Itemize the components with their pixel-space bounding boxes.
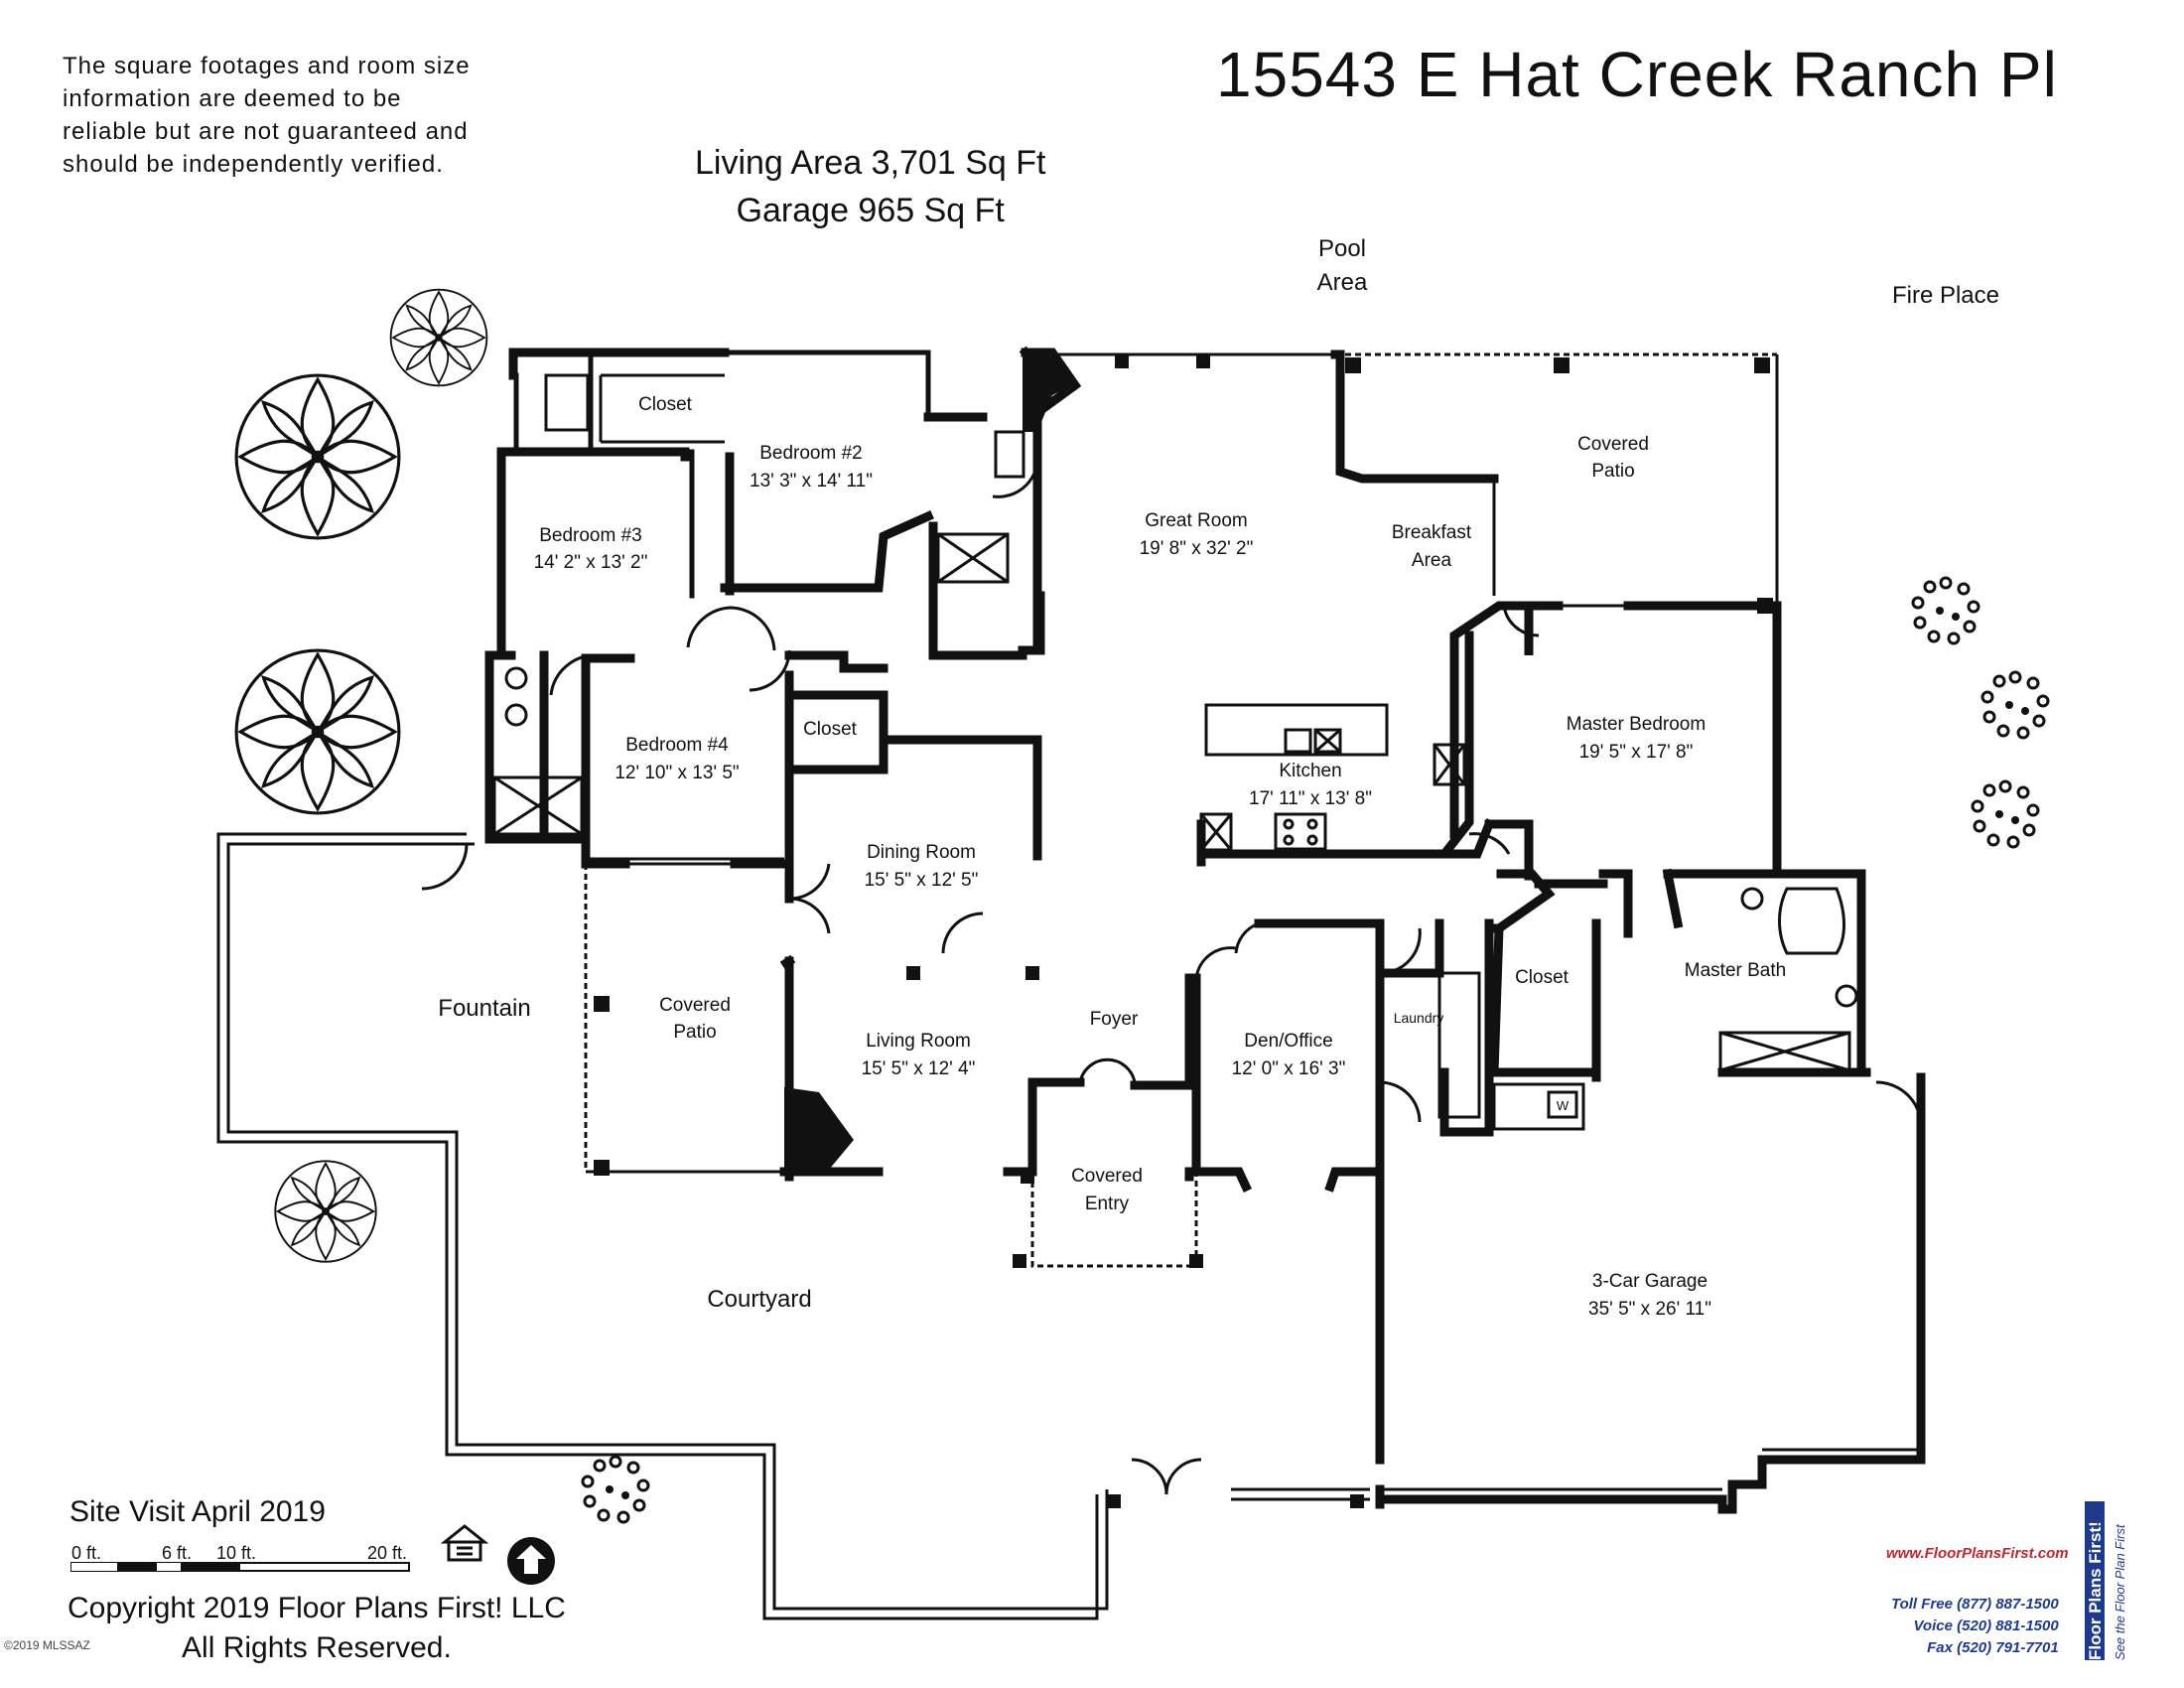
label-laundry: Laundry: [1394, 1010, 1444, 1026]
toll-free: Toll Free (877) 887-1500: [1891, 1596, 2059, 1613]
room-name-kitchen: Kitchen: [1279, 761, 1341, 781]
contact-phones: Toll Free (877) 887-1500 Voice (520) 881…: [1891, 1594, 2059, 1659]
shrub-icon: [581, 1455, 650, 1524]
room-size-den-office: 12' 0" x 16' 3": [1232, 1058, 1346, 1079]
scale-bar: [70, 1562, 410, 1572]
label-covered-patio-top-2: Patio: [1591, 461, 1634, 482]
disclaimer-line: should be independently verified.: [63, 151, 444, 178]
tree-icon: [274, 1160, 377, 1263]
room-name-living-room: Living Room: [866, 1031, 971, 1052]
room-name-bedroom2: Bedroom #2: [759, 443, 863, 464]
room-size-bedroom2: 13' 3" x 14' 11": [750, 471, 873, 492]
tree-icon: [234, 373, 401, 540]
scale-label-10: 10 ft.: [216, 1543, 256, 1563]
label-closet-master: Closet: [1515, 967, 1570, 988]
room-size-great-room: 19' 8" x 32' 2": [1140, 538, 1254, 559]
room-name-dining-room: Dining Room: [867, 842, 976, 863]
label-fire-place: Fire Place: [1892, 282, 1999, 309]
tree-icon: [234, 648, 401, 815]
mls-credit: ©2019 MLSSAZ: [4, 1638, 90, 1652]
label-covered-entry-2: Entry: [1085, 1194, 1130, 1214]
disclaimer-line: The square footages and room size: [63, 53, 471, 79]
tree-icon: [389, 288, 488, 387]
label-area: Area: [1317, 269, 1368, 296]
site-visit: Site Visit April 2019: [69, 1495, 326, 1528]
label-covered-patio-left: Covered: [659, 995, 731, 1016]
room-name-great-room: Great Room: [1145, 510, 1247, 531]
disclaimer-line: information are deemed to be: [63, 85, 402, 112]
room-labels: Bedroom #2 13' 3" x 14' 11" Bedroom #3 1…: [71, 235, 1999, 1563]
pillars: [594, 354, 1773, 1508]
realtor-icon: [507, 1537, 555, 1585]
label-closet-top: Closet: [638, 394, 693, 415]
label-covered-entry: Covered: [1071, 1166, 1143, 1187]
walls: [484, 346, 1926, 1514]
disclaimer-line: reliable but are not guaranteed and: [63, 118, 469, 145]
scale-label-20: 20 ft.: [367, 1543, 407, 1563]
copyright-line: Copyright 2019 Floor Plans First! LLC: [68, 1592, 566, 1624]
area-summary: Living Area 3,701 Sq Ft Garage 965 Sq Ft: [695, 139, 1045, 234]
room-name-den-office: Den/Office: [1244, 1031, 1332, 1052]
page-title: 15543 E Hat Creek Ranch Pl: [1216, 39, 2058, 110]
label-master-bath: Master Bath: [1685, 960, 1786, 981]
room-size-master-bedroom: 19' 5" x 17' 8": [1579, 742, 1694, 763]
scale-label-6: 6 ft.: [162, 1543, 192, 1563]
label-covered-patio-top: Covered: [1577, 434, 1649, 455]
room-size-kitchen: 17' 11" x 13' 8": [1249, 788, 1372, 809]
copyright: Copyright 2019 Floor Plans First! LLC Al…: [68, 1589, 566, 1668]
brand-name: Floor Plans First!: [2086, 1521, 2105, 1660]
label-covered-patio-left-2: Patio: [673, 1022, 716, 1043]
voice-phone: Voice (520) 881-1500: [1913, 1618, 2059, 1634]
equal-housing-icon: [440, 1524, 489, 1562]
room-size-dining-room: 15' 5" x 12' 5": [865, 870, 979, 891]
brand-tagline: See the Floor Plan First: [2113, 1523, 2127, 1660]
shrub-icon: [1971, 779, 2040, 849]
room-name-bedroom3: Bedroom #3: [539, 525, 642, 546]
label-breakfast-2: Area: [1412, 550, 1452, 571]
room-size-bedroom4: 12' 10" x 13' 5": [614, 763, 739, 783]
room-name-master-bedroom: Master Bedroom: [1567, 714, 1706, 735]
scale-label-0: 0 ft.: [71, 1543, 101, 1563]
label-fountain: Fountain: [438, 995, 530, 1022]
shrub-icon: [1980, 670, 2050, 740]
label-pool: Pool: [1318, 235, 1366, 262]
disclaimer: The square footages and room size inform…: [63, 50, 471, 181]
label-foyer: Foyer: [1090, 1009, 1139, 1030]
living-area: Living Area 3,701 Sq Ft: [695, 144, 1046, 182]
label-washer: W: [1557, 1098, 1570, 1113]
label-breakfast: Breakfast: [1392, 522, 1472, 543]
shrub-icon: [1911, 576, 1980, 645]
thin-walls: [216, 352, 1923, 1620]
brand-url[interactable]: www.FloorPlansFirst.com: [1886, 1545, 2069, 1562]
copyright-line: All Rights Reserved.: [182, 1631, 452, 1664]
room-size-bedroom3: 14' 2" x 13' 2": [534, 552, 648, 573]
garage-area: Garage 965 Sq Ft: [736, 192, 1005, 229]
room-name-garage: 3-Car Garage: [1592, 1271, 1707, 1292]
room-name-bedroom4: Bedroom #4: [625, 735, 729, 756]
room-size-garage: 35' 5" x 26' 11": [1588, 1299, 1711, 1320]
room-size-living-room: 15' 5" x 12' 4": [862, 1058, 976, 1079]
fax-phone: Fax (520) 791-7701: [1927, 1639, 2059, 1656]
label-courtyard: Courtyard: [707, 1286, 811, 1313]
brand-logo: Floor Plans First! See the Floor Plan Fi…: [2085, 1501, 2127, 1660]
label-closet-mid: Closet: [803, 719, 858, 740]
